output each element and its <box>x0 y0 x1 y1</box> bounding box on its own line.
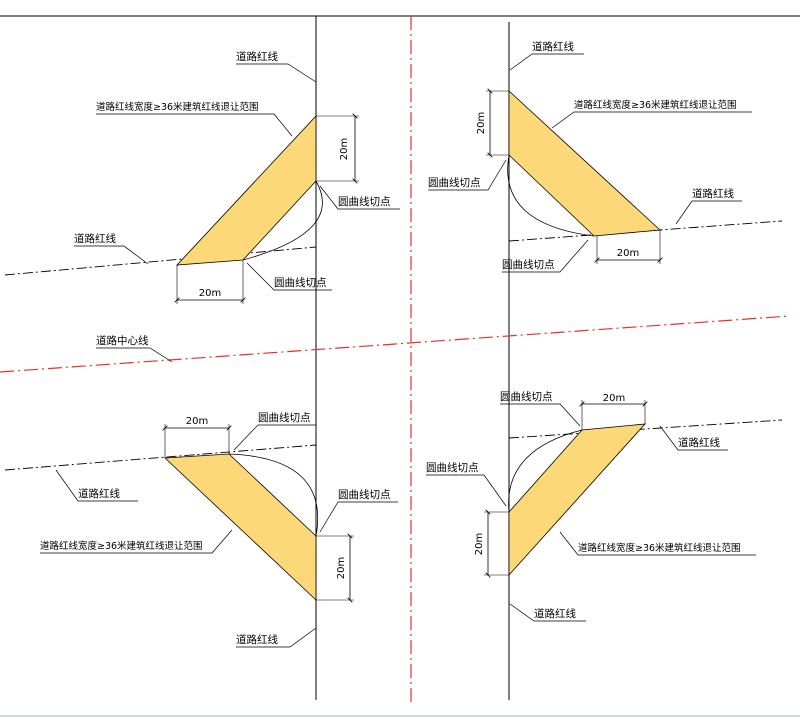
leader-q3-bottom <box>236 627 317 648</box>
curve-arc-bottom-right <box>508 429 583 513</box>
label-tangent-q2-left: 圆曲线切点 <box>428 176 481 189</box>
label-setback-range-q2: 道路红线宽度≥36米建筑红线退让范围 <box>574 99 737 111</box>
label-road-red-line-q4-bottom: 道路红线 <box>534 607 576 620</box>
label-setback-range-q3: 道路红线宽度≥36米建筑红线退让范围 <box>40 540 203 552</box>
leader-q4-bottom <box>509 603 586 622</box>
label-tangent-q3-right: 圆曲线切点 <box>338 488 391 501</box>
label-tangent-q4-left: 圆曲线切点 <box>426 461 479 474</box>
label-road-red-line-q3-bottom: 道路红线 <box>236 633 278 646</box>
label-tangent-q4-top: 圆曲线切点 <box>500 390 553 403</box>
label-road-red-line-q1-top: 道路红线 <box>236 50 278 63</box>
road-red-line-top-left <box>4 246 317 276</box>
leader-center-line <box>96 347 173 363</box>
leader-q1-setback <box>96 113 293 137</box>
leader-q4-setback <box>559 531 756 556</box>
dim-label-top-left-vertical: 20m <box>339 138 350 160</box>
leader-q4-right <box>659 425 728 451</box>
label-tangent-q1-right: 圆曲线切点 <box>338 195 391 208</box>
leader-q3-left <box>55 469 138 502</box>
leader-q3-setback <box>40 529 233 554</box>
curve-arc-top-left <box>242 180 323 261</box>
leader-q2-top <box>509 53 584 71</box>
label-road-red-line-q1-left: 道路红线 <box>74 232 116 245</box>
label-road-red-line-q4-right: 道路红线 <box>678 436 720 449</box>
label-road-red-line-q2-top: 道路红线 <box>532 40 574 53</box>
leader-q3-tangent-top <box>233 424 316 451</box>
label-tangent-q3-top: 圆曲线切点 <box>258 411 311 424</box>
leader-q4-tangent-top <box>500 403 581 427</box>
leader-q1-left <box>74 245 149 265</box>
leader-q2-setback <box>551 111 752 129</box>
setback-area-top-right <box>508 90 661 237</box>
leader-q2-tangent-left <box>428 159 507 191</box>
road-red-line-bottom-left <box>4 444 317 471</box>
leader-q2-right <box>675 200 742 225</box>
dim-label-bottom-right-vertical: 20m <box>474 533 485 555</box>
dim-label-top-left-horizontal: 20m <box>199 288 221 299</box>
leader-q1-top <box>236 63 317 83</box>
leader-q4-tangent-left <box>426 474 507 507</box>
curve-arc-bottom-left <box>228 453 318 537</box>
leader-q3-tangent-right <box>319 501 398 533</box>
dim-label-bottom-right-horizontal: 20m <box>603 393 625 404</box>
setback-area-top-left <box>176 114 317 266</box>
dim-label-bottom-left-horizontal: 20m <box>186 416 208 427</box>
label-road-red-line-q2-right: 道路红线 <box>692 187 734 200</box>
label-setback-range-q1: 道路红线宽度≥36米建筑红线退让范围 <box>96 101 259 113</box>
label-tangent-q2-bottom: 圆曲线切点 <box>502 258 555 271</box>
label-setback-range-q4: 道路红线宽度≥36米建筑红线退让范围 <box>578 542 741 554</box>
center-line-horizontal <box>0 315 791 373</box>
leader-q2-tangent-bottom <box>502 239 589 273</box>
road-red-line-bottom-right <box>508 419 783 439</box>
label-road-center-line: 道路中心线 <box>96 334 149 347</box>
dim-label-bottom-left-vertical: 20m <box>336 557 347 579</box>
leader-q1-tangent-bottom <box>246 262 332 291</box>
dim-label-top-right-horizontal: 20m <box>617 248 639 259</box>
road-red-line-top-right <box>508 220 783 242</box>
leader-q1-tangent-right <box>319 185 400 210</box>
curve-arc-top-right <box>507 154 595 237</box>
label-tangent-q1-bottom: 圆曲线切点 <box>274 276 327 289</box>
dim-label-top-right-vertical: 20m <box>476 112 487 134</box>
label-road-red-line-q3-left: 道路红线 <box>78 487 120 500</box>
setback-area-bottom-left <box>164 453 317 601</box>
